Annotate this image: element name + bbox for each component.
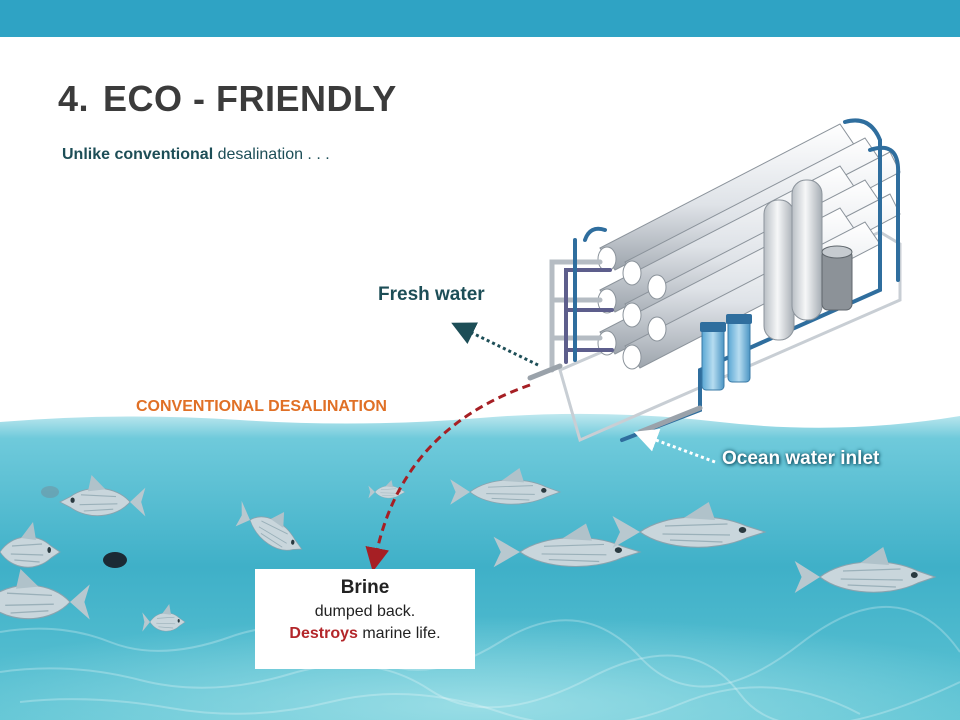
brine-callout: Brine dumped back. Destroys marine life. xyxy=(255,569,475,669)
slide-subtitle: Unlike conventional desalination . . . xyxy=(62,146,330,164)
conventional-desalination-label: CONVENTIONAL DESALINATION xyxy=(136,398,387,415)
subtitle-rest: desalination . . . xyxy=(213,146,330,163)
fresh-water-label: Fresh water xyxy=(378,284,485,305)
ocean-water-inlet-label: Ocean water inlet xyxy=(722,448,880,469)
brine-line-2-rest: marine life. xyxy=(357,625,441,642)
ocean-inlet-arrow xyxy=(633,428,716,464)
fish-school xyxy=(0,467,936,632)
brine-line-2: Destroys marine life. xyxy=(255,625,475,643)
top-accent-bar xyxy=(0,0,960,37)
cartridge-filters xyxy=(700,314,752,391)
slide-number: 4. xyxy=(58,78,90,119)
brine-line-1: dumped back. xyxy=(314,603,416,620)
slide-title-text: ECO - FRIENDLY xyxy=(103,78,397,119)
piping xyxy=(527,118,901,442)
pressure-vessels xyxy=(763,179,853,341)
fresh-water-arrow xyxy=(451,322,539,367)
brine-heading: Brine xyxy=(340,577,390,598)
destroys-word: Destroys xyxy=(289,625,358,642)
brine-arrow xyxy=(365,383,531,572)
subtitle-bold: Unlike conventional xyxy=(62,146,214,163)
underwater-scene xyxy=(0,413,960,720)
slide-title: 4. ECO - FRIENDLY xyxy=(58,78,397,120)
